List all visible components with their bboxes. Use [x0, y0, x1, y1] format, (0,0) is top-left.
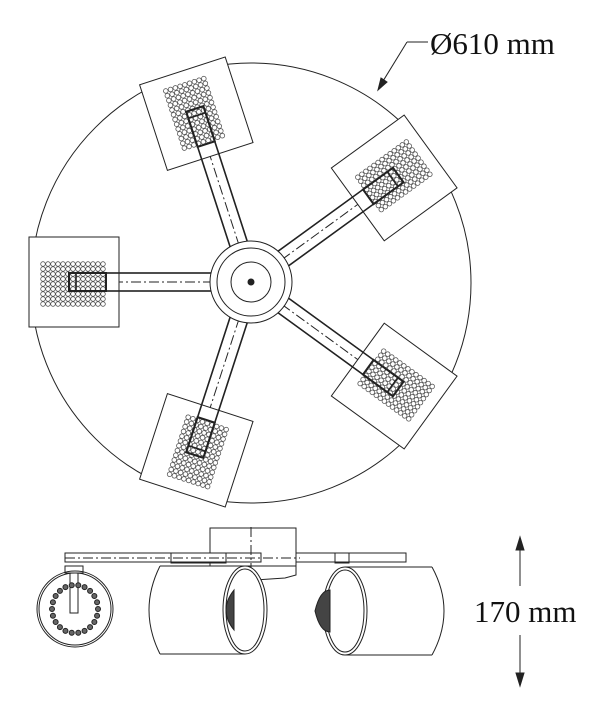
- arrowhead-up: [515, 535, 525, 551]
- crystal-cluster: [357, 348, 435, 422]
- arm: [138, 56, 262, 289]
- crystal-bead: [62, 627, 69, 634]
- mount-bar-right: [295, 552, 407, 563]
- hub-inner: [216, 247, 286, 317]
- crystal-bead: [91, 593, 98, 600]
- crystal-bead: [56, 587, 63, 594]
- canopy-bracket: [254, 566, 297, 581]
- crystal-bead: [81, 584, 88, 591]
- crystal-bead: [87, 624, 94, 631]
- crystal-bead: [52, 618, 59, 625]
- crystal-bead: [49, 599, 56, 606]
- crystal-bead: [62, 584, 69, 591]
- crystal-bead: [94, 599, 101, 606]
- arrowhead-down: [515, 672, 525, 688]
- hub-core: [230, 261, 272, 303]
- side-view: [36, 527, 525, 688]
- cylinder-left-body: [148, 565, 245, 655]
- crystal-cluster: [355, 139, 433, 213]
- cylinder-right-crystals: [314, 589, 331, 633]
- crystal-bead: [81, 627, 88, 634]
- leader-arrow: [377, 77, 388, 92]
- end-lamp-outer: [36, 570, 114, 648]
- crystal-bead: [75, 582, 82, 589]
- leader-line: [379, 41, 408, 87]
- end-lamp-bulb: [69, 572, 79, 614]
- bar-block-right: [334, 552, 350, 564]
- crystal-bead: [49, 606, 55, 612]
- arm: [242, 114, 458, 293]
- crystal-cluster: [166, 414, 229, 490]
- crystal-cluster: [163, 75, 226, 151]
- crystal-bead: [75, 629, 82, 636]
- hub-center: [247, 278, 255, 286]
- crystal-bead: [56, 624, 63, 631]
- crystal-bead: [68, 582, 75, 589]
- cylinder-right-body: [345, 566, 445, 656]
- crystal-bead: [49, 612, 56, 619]
- height-label: 170 mm: [474, 594, 577, 629]
- crystal-bead: [87, 587, 94, 594]
- crystal-bead: [95, 606, 101, 612]
- crystal-ring: [49, 582, 101, 636]
- crystal-bead: [52, 593, 59, 600]
- top-view: [28, 41, 472, 508]
- cylinder-left-face: [222, 565, 268, 655]
- diameter-label: Ø610 mm: [430, 26, 555, 61]
- crystal-bead: [91, 618, 98, 625]
- crystal-bead: [94, 612, 101, 619]
- cylinder-left-crystals: [225, 588, 235, 632]
- crystal-bead: [68, 629, 75, 636]
- arms-group: [28, 56, 458, 508]
- bar-block: [170, 552, 227, 564]
